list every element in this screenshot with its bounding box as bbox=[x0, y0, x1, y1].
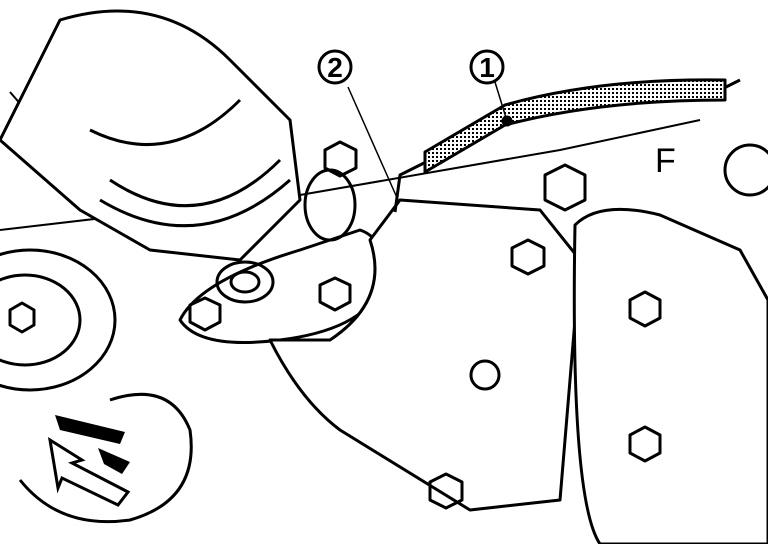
callout-1-label: 1 bbox=[479, 52, 495, 83]
front-direction-marker: F bbox=[655, 142, 676, 180]
bolt bbox=[8, 301, 36, 334]
bolt bbox=[188, 296, 222, 332]
bolt bbox=[628, 425, 662, 463]
bolt bbox=[428, 472, 464, 510]
flange-yoke bbox=[178, 140, 384, 344]
callout-2: 2 bbox=[317, 49, 353, 85]
rear-cover bbox=[572, 143, 768, 544]
differential-housing bbox=[268, 163, 587, 512]
bolt bbox=[628, 290, 662, 328]
leader-line-2 bbox=[347, 86, 399, 201]
callout-2-label: 2 bbox=[327, 52, 343, 83]
callout-1: 1 bbox=[469, 49, 505, 85]
bolt bbox=[318, 276, 352, 312]
bolt bbox=[323, 140, 358, 178]
leader-line-1 bbox=[494, 81, 508, 122]
wheel-hub bbox=[0, 248, 117, 392]
propeller-shaft bbox=[0, 9, 302, 262]
bolt bbox=[543, 163, 587, 212]
view-arrow-icon bbox=[47, 415, 131, 507]
bolt bbox=[510, 238, 546, 276]
breather-hose bbox=[393, 78, 741, 213]
